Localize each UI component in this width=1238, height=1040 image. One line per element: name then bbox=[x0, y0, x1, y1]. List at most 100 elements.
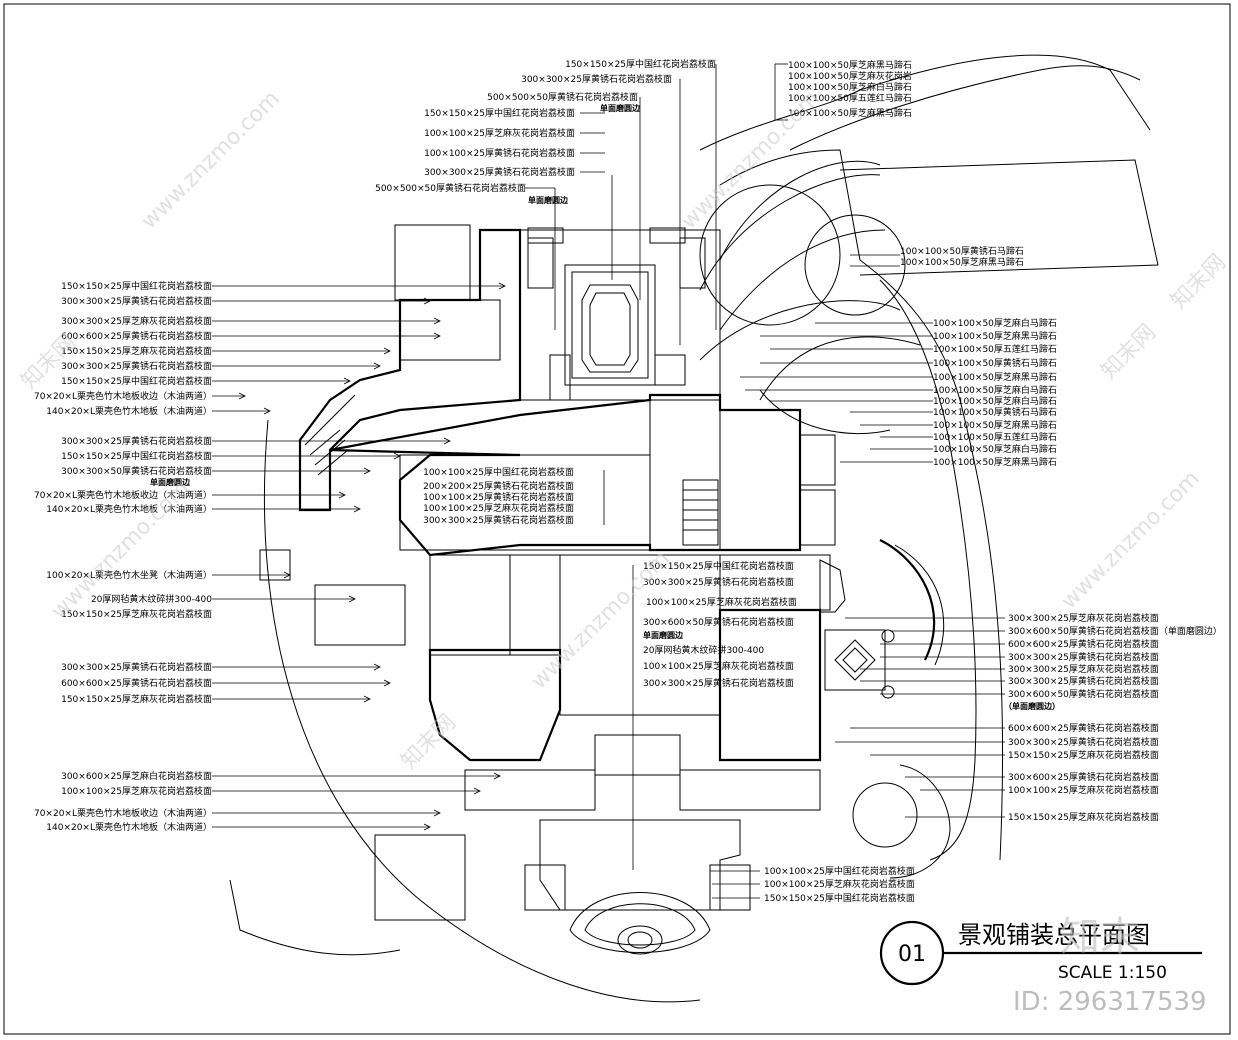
label-rightlow: 300×300×25厚芝麻灰花岗岩荔枝面 bbox=[1008, 663, 1159, 675]
label-center: 100×100×25厚黄锈石花岗岩荔枝面 bbox=[423, 491, 574, 503]
labels-center: 100×100×25厚中国红花岗岩荔枝面200×200×25厚黄锈石花岗岩荔枝面… bbox=[423, 466, 574, 526]
label-rightlow: 150×150×25厚芝麻灰花岗岩荔枝面 bbox=[1008, 811, 1159, 823]
leader-arrow bbox=[383, 679, 391, 687]
leader-arrow bbox=[433, 809, 441, 817]
label-center: 100×100×25厚中国红花岗岩荔枝面 bbox=[423, 466, 574, 478]
leader-arrow bbox=[423, 297, 431, 305]
label-bottom: 100×100×25厚芝麻灰花岗岩荔枝面 bbox=[764, 878, 915, 890]
label-left: 150×150×25厚中国红花岗岩荔枝面 bbox=[61, 280, 212, 292]
leader-arrow bbox=[363, 695, 371, 703]
leader-arrow bbox=[353, 505, 361, 513]
label-centerlow: 100×100×25厚芝麻灰花岗岩荔枝面 bbox=[646, 596, 797, 608]
title-block: 01 景观铺装总平面图 SCALE 1:150 知末 ID: 296317539 bbox=[879, 914, 1207, 1017]
leader-arrow bbox=[348, 595, 356, 603]
label-right: 100×100×50厚芝麻白马蹄石 bbox=[933, 395, 1057, 407]
label-left: 600×600×25厚黄锈石花岗岩荔枝面 bbox=[61, 677, 212, 689]
label-left: 140×20×L栗壳色竹木地板（木油两道） bbox=[46, 405, 212, 417]
label-left: 600×600×25厚黄锈石花岗岩荔枝面 bbox=[61, 330, 212, 342]
labels-left: 150×150×25厚中国红花岗岩荔枝面 300×300×25厚黄锈石花岗岩荔枝面… bbox=[34, 280, 212, 833]
label-topright: 100×100×50厚芝麻灰花岗岩 bbox=[788, 70, 912, 82]
label-left: 300×600×25厚芝麻白花岗岩荔枝面 bbox=[61, 770, 212, 782]
watermark-id: ID: 296317539 bbox=[1013, 987, 1207, 1017]
label-centerlow: 20厚网毡黄木纹碎拼300-400 bbox=[643, 644, 764, 656]
site-boundary bbox=[229, 54, 1159, 1003]
leader-arrow bbox=[393, 452, 401, 460]
label-top: 500×500×50厚黄锈石花岗岩荔枝面 bbox=[375, 182, 526, 194]
label-left: 140×20×L栗壳色竹木地板（木油两道） bbox=[46, 821, 212, 833]
label-left: 70×20×L栗壳色竹木地板收边（木油两道） bbox=[34, 489, 212, 501]
label-centerlow: 300×300×25厚黄锈石花岗岩荔枝面 bbox=[643, 576, 794, 588]
label-right: 100×100×50厚芝麻白马蹄石 bbox=[933, 317, 1057, 329]
leader-arrow bbox=[373, 663, 381, 671]
label-rightlow: 300×600×25厚黄锈石花岗岩荔枝面 bbox=[1008, 771, 1159, 783]
label-right: 100×100×50厚芝麻黑马蹄石 bbox=[933, 330, 1057, 342]
watermark-logo: 知末 bbox=[1060, 914, 1140, 960]
drawing-number: 01 bbox=[898, 942, 926, 967]
label-top: 500×500×50厚黄锈石花岗岩荔枝面 bbox=[487, 91, 638, 103]
arc-paving bbox=[699, 160, 921, 435]
label-left: 150×150×25厚中国红花岗岩荔枝面 bbox=[61, 375, 212, 387]
leader-arrow bbox=[433, 332, 441, 340]
label-centerlow: 300×300×25厚黄锈石花岗岩荔枝面 bbox=[643, 677, 794, 689]
label-rightlow: 300×600×50厚黄锈石花岗岩荔枝面 bbox=[1008, 688, 1159, 700]
label-top: 单面磨圆边 bbox=[600, 103, 641, 113]
label-left: 150×150×25厚中国红花岗岩荔枝面 bbox=[61, 450, 212, 462]
leader-arrow bbox=[338, 491, 346, 499]
label-rightmid: 100×100×50厚芝麻黑马蹄石 bbox=[900, 256, 1024, 268]
leader-arrow bbox=[343, 377, 351, 385]
label-center: 300×300×25厚黄锈石花岗岩荔枝面 bbox=[423, 514, 574, 526]
label-centerlow: 150×150×25厚中国红花岗岩荔枝面 bbox=[643, 560, 794, 572]
label-top: 100×100×25厚芝麻灰花岗岩荔枝面 bbox=[424, 127, 575, 139]
label-left: 300×300×25厚黄锈石花岗岩荔枝面 bbox=[61, 435, 212, 447]
label-rightlow: 300×600×50厚黄锈石花岗岩荔枝面（单面磨圆边） bbox=[1008, 625, 1222, 637]
labels-center-lower: 150×150×25厚中国红花岗岩荔枝面 300×300×25厚黄锈石花岗岩荔枝面… bbox=[643, 560, 797, 689]
leader-arrow bbox=[263, 407, 271, 415]
labels-top-right: 100×100×50厚芝麻黑马蹄石100×100×50厚芝麻灰花岗岩100×10… bbox=[788, 59, 912, 119]
label-top: 300×300×25厚黄锈石花岗岩荔枝面 bbox=[424, 166, 575, 178]
label-rightlow: 300×300×25厚黄锈石花岗岩荔枝面 bbox=[1008, 675, 1159, 687]
label-topright: 100×100×50厚芝麻黑马蹄石 bbox=[788, 107, 912, 119]
label-left: 150×150×25厚芝麻灰花岗岩荔枝面 bbox=[61, 345, 212, 357]
label-rightlow: （单面磨圆边） bbox=[1004, 701, 1060, 711]
label-left: 300×300×25厚芝麻灰花岗岩荔枝面 bbox=[61, 315, 212, 327]
label-left: 150×150×25厚芝麻灰花岗岩荔枝面 bbox=[61, 608, 212, 620]
leader-arrow bbox=[238, 392, 246, 400]
label-left: 100×100×25厚芝麻灰花岗岩荔枝面 bbox=[61, 785, 212, 797]
label-left: 单面磨圆边 bbox=[150, 477, 191, 487]
label-top: 100×100×25厚黄锈石花岗岩荔枝面 bbox=[424, 147, 575, 159]
label-center: 100×100×25厚芝麻灰花岗岩荔枝面 bbox=[423, 502, 574, 514]
label-right: 100×100×50厚黄锈石马蹄石 bbox=[933, 406, 1057, 418]
labels-right: 100×100×50厚芝麻白马蹄石100×100×50厚芝麻黑马蹄石100×10… bbox=[933, 317, 1057, 468]
label-top: 300×300×25厚黄锈石花岗岩荔枝面 bbox=[521, 73, 672, 85]
label-rightlow: 300×300×25厚黄锈石花岗岩荔枝面 bbox=[1008, 651, 1159, 663]
label-topright: 100×100×50厚五莲红马蹄石 bbox=[788, 92, 912, 104]
leader-arrow bbox=[498, 282, 506, 290]
label-rightlow: 600×600×25厚黄锈石花岗岩荔枝面 bbox=[1008, 638, 1159, 650]
labels-right-lower: 300×300×25厚芝麻灰花岗岩荔枝面 300×600×50厚黄锈石花岗岩荔枝面… bbox=[1004, 612, 1222, 823]
leader-arrow bbox=[383, 347, 391, 355]
leader-arrow bbox=[373, 362, 381, 370]
label-topright: 100×100×50厚芝麻白马蹄石 bbox=[788, 81, 912, 93]
label-top: 150×150×25厚中国红花岗岩荔枝面 bbox=[565, 58, 716, 70]
label-right: 100×100×50厚黄锈石马蹄石 bbox=[933, 357, 1057, 369]
label-left: 100×20×L栗壳色竹木坐凳（木油两道） bbox=[46, 569, 212, 581]
label-right: 100×100×50厚芝麻白马蹄石 bbox=[933, 443, 1057, 455]
label-right: 100×100×50厚芝麻白马蹄石 bbox=[933, 384, 1057, 396]
label-rightlow: 100×100×25厚芝麻灰花岗岩荔枝面 bbox=[1008, 784, 1159, 796]
label-top: 单面磨圆边 bbox=[528, 195, 569, 205]
label-left: 20厚网毡黄木纹碎拼300-400 bbox=[91, 593, 212, 605]
label-centerlow: 单面磨圆边 bbox=[643, 630, 684, 640]
label-left: 150×150×25厚芝麻灰花岗岩荔枝面 bbox=[61, 693, 212, 705]
drawing-scale: SCALE 1:150 bbox=[1058, 963, 1167, 983]
label-left: 300×300×25厚黄锈石花岗岩荔枝面 bbox=[61, 661, 212, 673]
label-left: 140×20×L栗壳色竹木地板（木油两道） bbox=[46, 503, 212, 515]
label-rightmid: 100×100×50厚黄锈石马蹄石 bbox=[900, 245, 1024, 257]
label-topright: 100×100×50厚芝麻黑马蹄石 bbox=[788, 59, 912, 71]
drawing-title: 景观铺装总平面图 bbox=[958, 921, 1150, 949]
label-left: 300×300×25厚黄锈石花岗岩荔枝面 bbox=[61, 360, 212, 372]
label-rightlow: 300×300×25厚黄锈石花岗岩荔枝面 bbox=[1008, 736, 1159, 748]
leader-arrow bbox=[433, 317, 441, 325]
labels-top: 150×150×25厚中国红花岗岩荔枝面 300×300×25厚黄锈石花岗岩荔枝面… bbox=[375, 58, 716, 205]
